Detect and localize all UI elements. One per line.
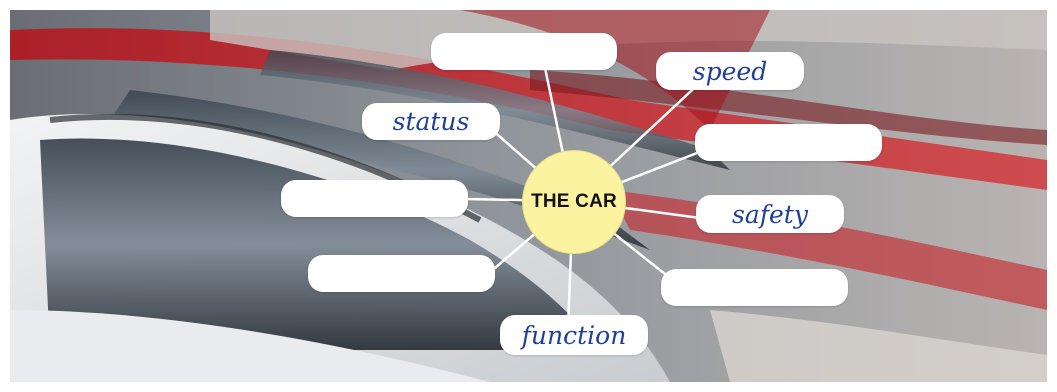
word-box-speed[interactable]: speed — [656, 52, 804, 90]
blank-box-left[interactable] — [281, 180, 468, 217]
blank-box-upper-right[interactable] — [695, 124, 882, 161]
word-safety: safety — [732, 199, 808, 229]
word-speed: speed — [692, 56, 768, 86]
word-status: status — [392, 107, 470, 136]
car-mind-map: THE CAR speed status safety function — [10, 10, 1047, 382]
word-box-status[interactable]: status — [362, 103, 500, 140]
blank-box-top[interactable] — [431, 33, 617, 70]
background-photo-cars — [10, 10, 1047, 382]
word-box-function[interactable]: function — [500, 315, 648, 355]
word-box-safety[interactable]: safety — [696, 195, 844, 233]
center-node: THE CAR — [522, 150, 626, 254]
blank-box-lower-left[interactable] — [308, 255, 495, 292]
center-label: THE CAR — [531, 191, 617, 212]
word-function: function — [521, 320, 627, 350]
blank-box-lower-right[interactable] — [661, 269, 848, 306]
